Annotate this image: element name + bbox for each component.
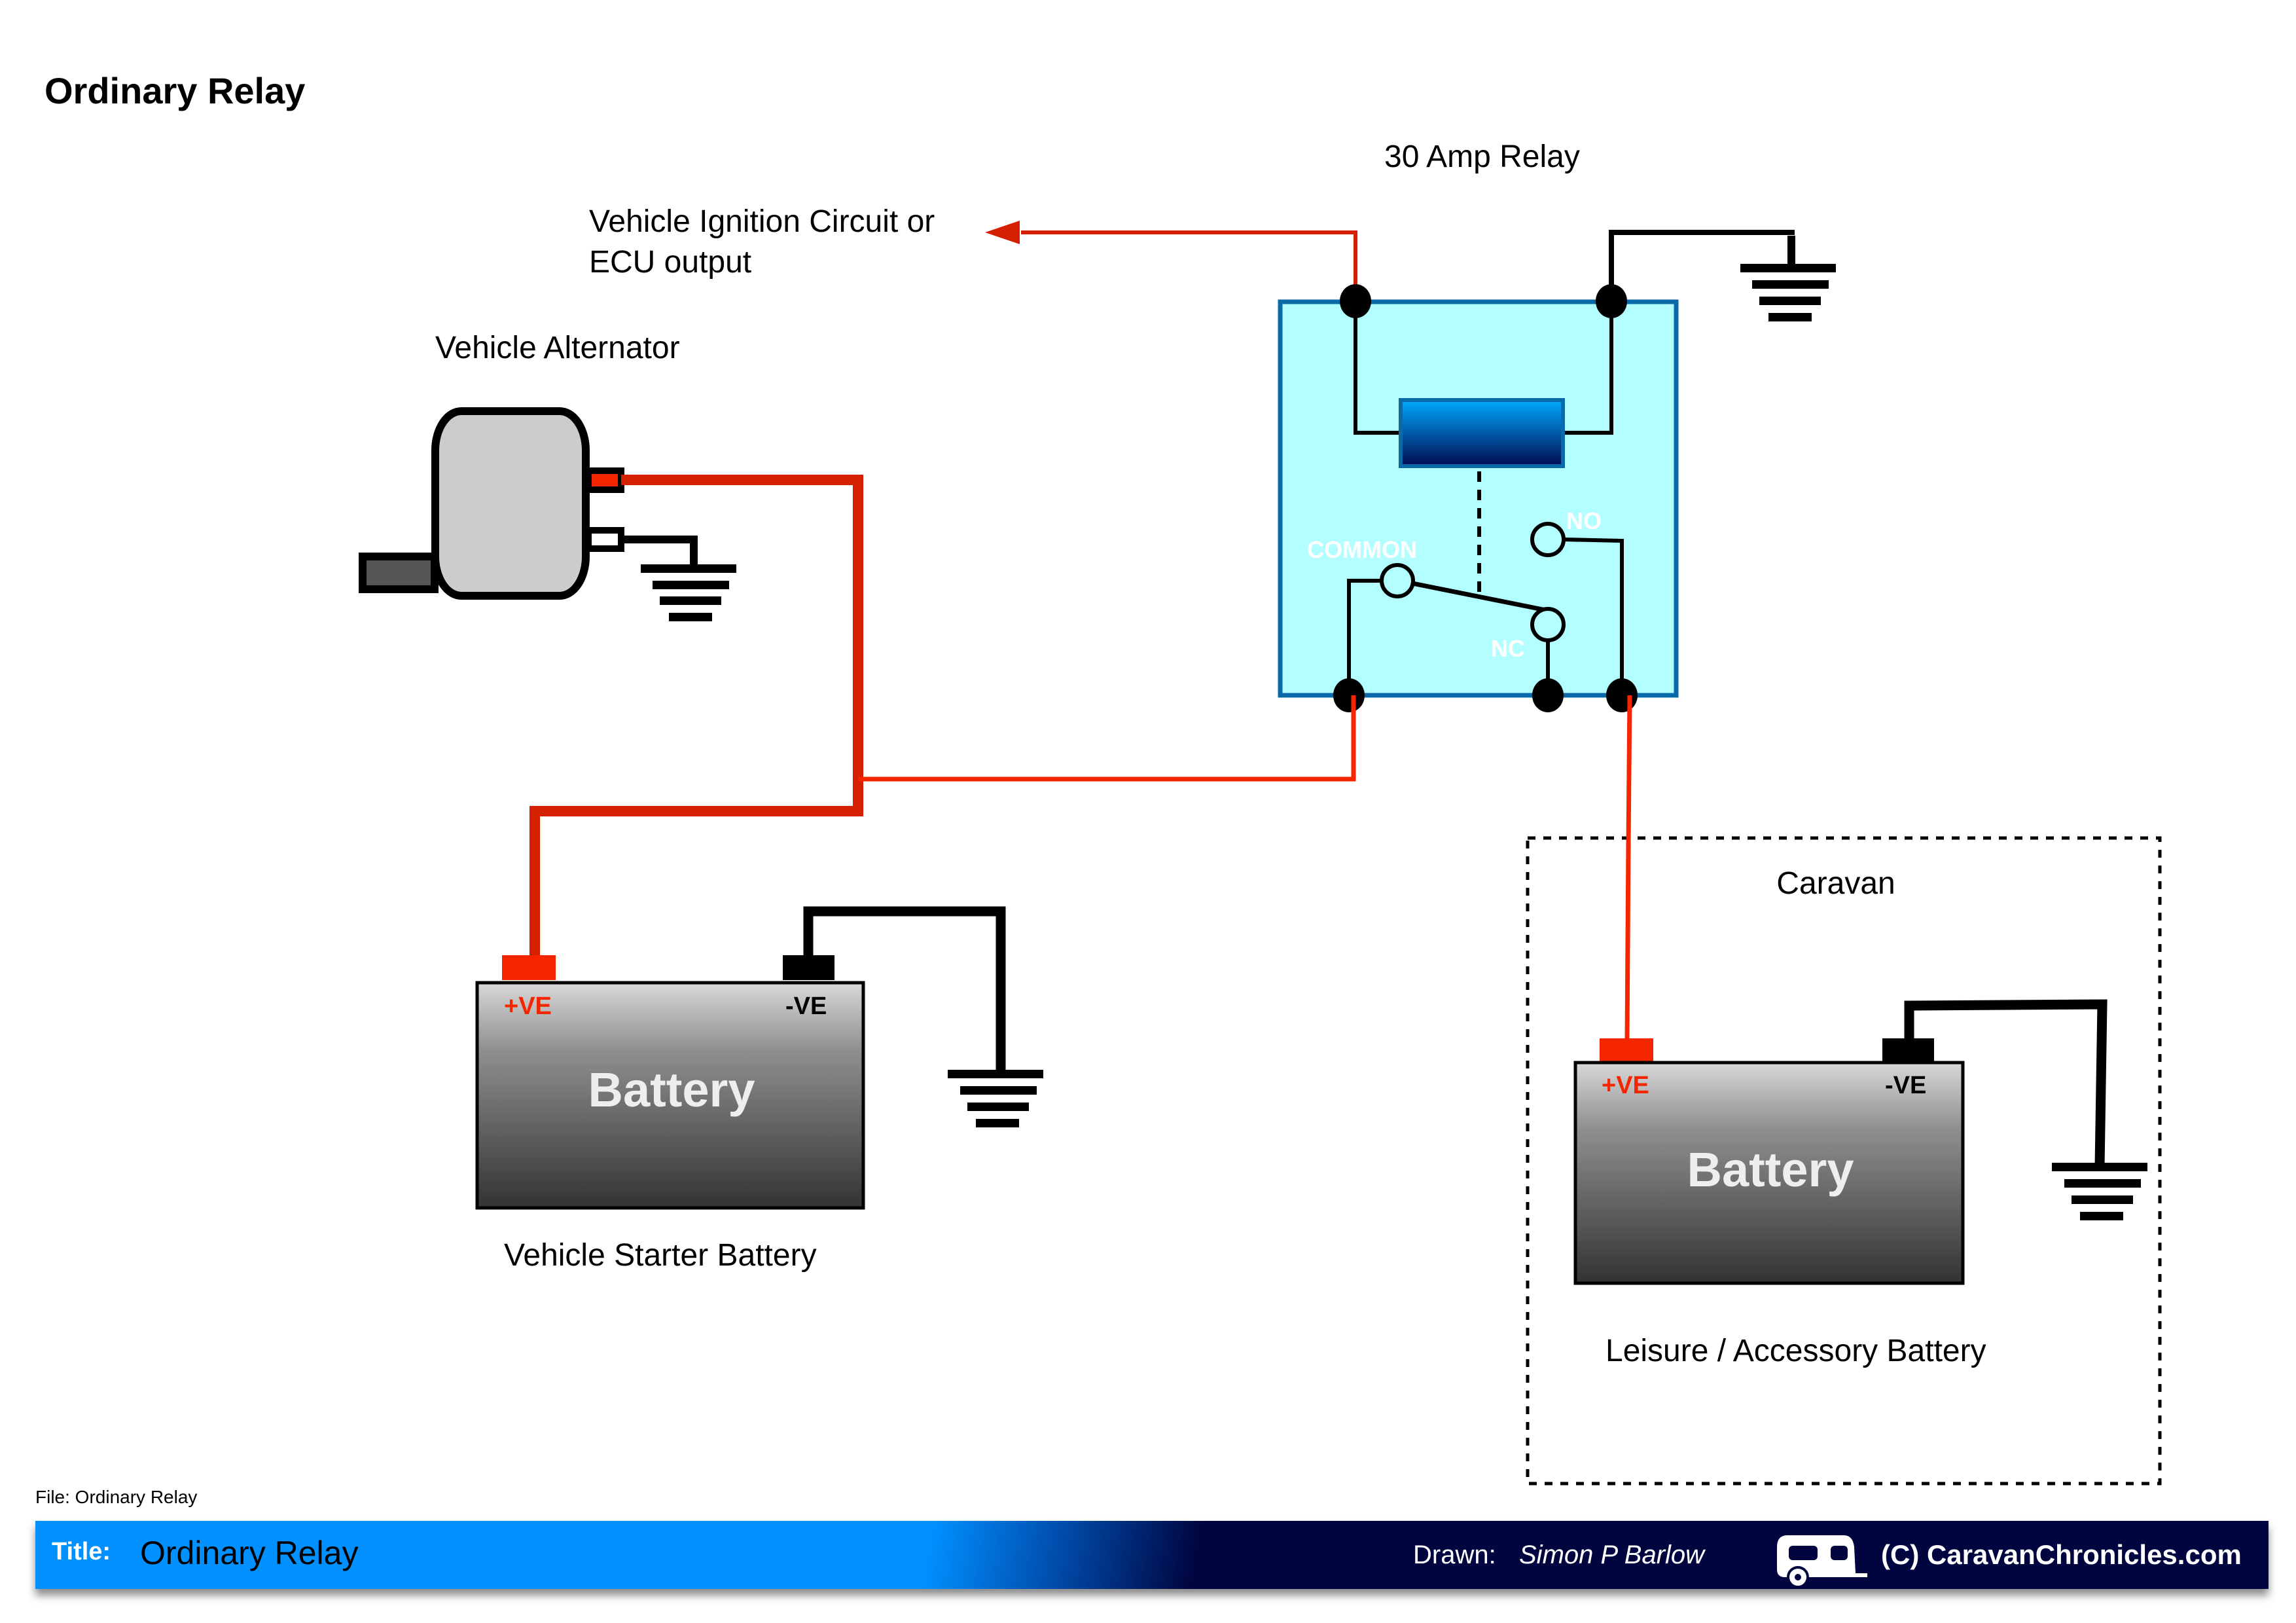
caravan-icon: [1777, 1535, 1867, 1588]
relay-title-label: 30 Amp Relay: [1384, 139, 1580, 174]
ignition-label-line1: Vehicle Ignition Circuit or: [589, 204, 935, 239]
alternator-shaft: [359, 553, 439, 593]
nc-label: NC: [1491, 635, 1525, 662]
ground-icon: [2052, 1163, 2147, 1220]
ignition-wire: [985, 221, 1357, 301]
relay-terminal-no: [1606, 678, 1638, 712]
file-label: File: Ordinary Relay: [35, 1487, 197, 1507]
alternator: [359, 407, 624, 600]
leisure-battery: +VE -VE Battery: [1573, 1038, 1965, 1285]
no-label: NO: [1566, 507, 1602, 534]
no-contact: [1530, 522, 1566, 557]
alternator-ground-terminal: [585, 527, 624, 552]
switch-arm: [1412, 581, 1547, 613]
relay-ground-wire: [1609, 230, 1795, 301]
starter-negative-terminal: [783, 955, 834, 980]
leisure-feed-wire: [1624, 695, 1632, 1042]
relay: COMMON NO NC: [1278, 284, 1679, 712]
starter-battery-body-label: Battery: [588, 1063, 755, 1117]
page-heading: Ordinary Relay: [45, 70, 305, 111]
starter-negative-label: -VE: [785, 993, 827, 1020]
starter-battery: +VE -VE Battery: [475, 955, 865, 1210]
ground-icon: [1740, 264, 1836, 321]
ground-icon: [641, 564, 736, 621]
copyright-text: (C) CaravanChronicles.com: [1881, 1539, 2242, 1570]
leisure-positive-label: +VE: [1602, 1072, 1649, 1099]
relay-terminal-coil-positive: [1340, 284, 1371, 318]
ignition-label-line2: ECU output: [589, 245, 751, 280]
relay-terminal-common: [1333, 678, 1365, 712]
common-label: COMMON: [1307, 536, 1417, 563]
leisure-negative-terminal: [1882, 1038, 1934, 1063]
leisure-ground-wire: [1904, 999, 2108, 1167]
starter-battery-label: Vehicle Starter Battery: [504, 1238, 817, 1273]
leisure-battery-body-label: Battery: [1687, 1142, 1854, 1197]
title-block: Title: Ordinary Relay Drawn: Simon P Bar…: [35, 1521, 2269, 1589]
leisure-battery-label: Leisure / Accessory Battery: [1605, 1334, 1986, 1368]
leisure-positive-terminal: [1600, 1038, 1653, 1063]
title-key: Title:: [52, 1538, 111, 1565]
common-contact: [1380, 563, 1415, 598]
alternator-body: [431, 407, 590, 600]
ground-icon: [948, 1070, 1043, 1127]
starter-positive-terminal: [502, 955, 556, 980]
drawn-key: Drawn:: [1413, 1541, 1496, 1569]
relay-terminal-nc: [1532, 678, 1564, 712]
starter-ground-wire: [803, 906, 1006, 1074]
caravan-label: Caravan: [1776, 866, 1895, 901]
main-charge-wire: [529, 475, 1356, 962]
starter-battery-body: [475, 981, 865, 1210]
alternator-output-terminal: [585, 467, 624, 493]
drawn-value: Simon P Barlow: [1519, 1541, 1705, 1569]
arrow-left-icon: [985, 221, 1020, 244]
title-value: Ordinary Relay: [140, 1535, 359, 1571]
relay-terminal-coil-ground: [1596, 284, 1627, 318]
caravan-boundary: [1526, 836, 2162, 1486]
nc-contact: [1530, 607, 1566, 642]
leisure-negative-label: -VE: [1885, 1072, 1926, 1099]
alternator-ground-wire: [619, 536, 698, 570]
leisure-battery-body: [1573, 1061, 1965, 1285]
relay-coil: [1399, 398, 1565, 468]
alternator-label: Vehicle Alternator: [435, 331, 680, 365]
starter-positive-label: +VE: [504, 993, 552, 1020]
